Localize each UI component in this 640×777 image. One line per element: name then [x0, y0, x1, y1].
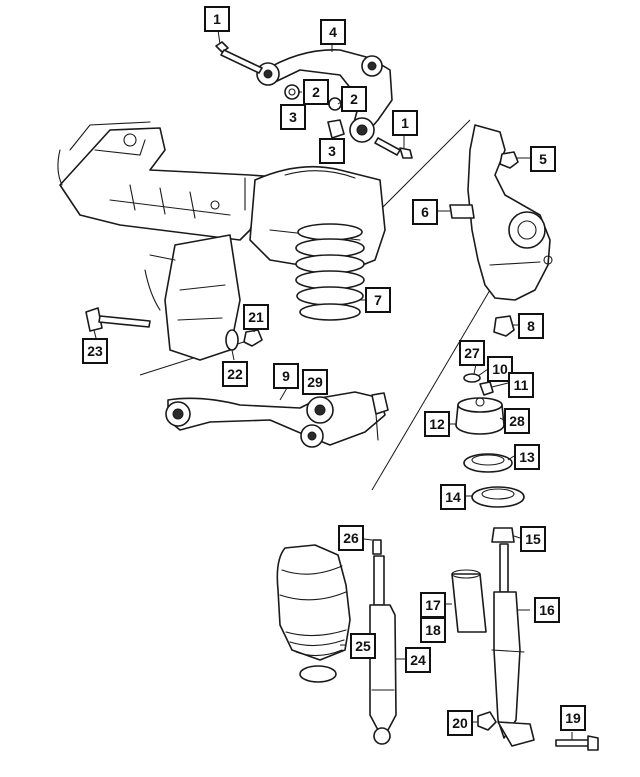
callout-11: 11 — [508, 372, 534, 398]
callout-2-left: 2 — [303, 79, 329, 105]
cam-washer-lower — [225, 329, 239, 351]
callout-16: 16 — [534, 597, 560, 623]
callout-29: 29 — [302, 369, 328, 395]
lower-arm-bolt — [85, 307, 151, 332]
lower-ball-joint-nut — [493, 315, 515, 337]
callout-9: 9 — [273, 363, 299, 389]
upper-control-arm — [256, 49, 393, 143]
strut-mount — [455, 397, 505, 435]
callout-15: 15 — [520, 526, 546, 552]
strut-lower-nut — [477, 711, 497, 731]
cam-washer-a — [284, 84, 300, 100]
callout-7: 7 — [365, 287, 391, 313]
callout-25: 25 — [350, 633, 376, 659]
lower-control-arm — [165, 391, 389, 448]
callout-17: 17 — [420, 592, 446, 618]
callout-5: 5 — [530, 146, 556, 172]
callout-14: 14 — [440, 484, 466, 510]
coil-spring — [295, 223, 365, 321]
upper-arm-bolt-left — [215, 41, 263, 74]
callout-20: 20 — [447, 710, 473, 736]
strut-assembly — [491, 527, 535, 747]
steering-knuckle — [449, 124, 553, 301]
callout-8: 8 — [518, 313, 544, 339]
callout-26: 26 — [338, 525, 364, 551]
callout-24: 24 — [405, 647, 431, 673]
callout-1-lower: 1 — [392, 110, 418, 136]
callout-2-right: 2 — [341, 86, 367, 112]
air-spring-assembly — [276, 544, 351, 683]
callout-3-left: 3 — [280, 104, 306, 130]
callout-23: 23 — [82, 338, 108, 364]
lower-arm-nut — [243, 329, 263, 347]
callout-28: 28 — [504, 408, 530, 434]
callout-13: 13 — [514, 444, 540, 470]
callout-6: 6 — [412, 199, 438, 225]
spring-seat — [471, 486, 525, 508]
strut-mount-nut-10 — [463, 373, 481, 383]
strut-lower-bolt — [555, 735, 599, 751]
callout-12: 12 — [424, 411, 450, 437]
callout-19: 19 — [560, 705, 586, 731]
callout-1-upper: 1 — [204, 6, 230, 32]
air-shock-absorber — [369, 539, 397, 745]
strut-mount-nut-11 — [479, 381, 494, 396]
strut-bearing — [463, 453, 513, 473]
callout-22: 22 — [222, 361, 248, 387]
callout-3-right: 3 — [319, 138, 345, 164]
upper-arm-bolt-right — [374, 137, 413, 159]
lower-frame-bracket — [144, 234, 241, 361]
callout-21: 21 — [243, 304, 269, 330]
callout-27: 27 — [459, 340, 485, 366]
jounce-bumper — [451, 569, 487, 633]
callout-4: 4 — [320, 19, 346, 45]
callout-18: 18 — [420, 617, 446, 643]
upper-ball-joint-nut — [499, 151, 519, 169]
